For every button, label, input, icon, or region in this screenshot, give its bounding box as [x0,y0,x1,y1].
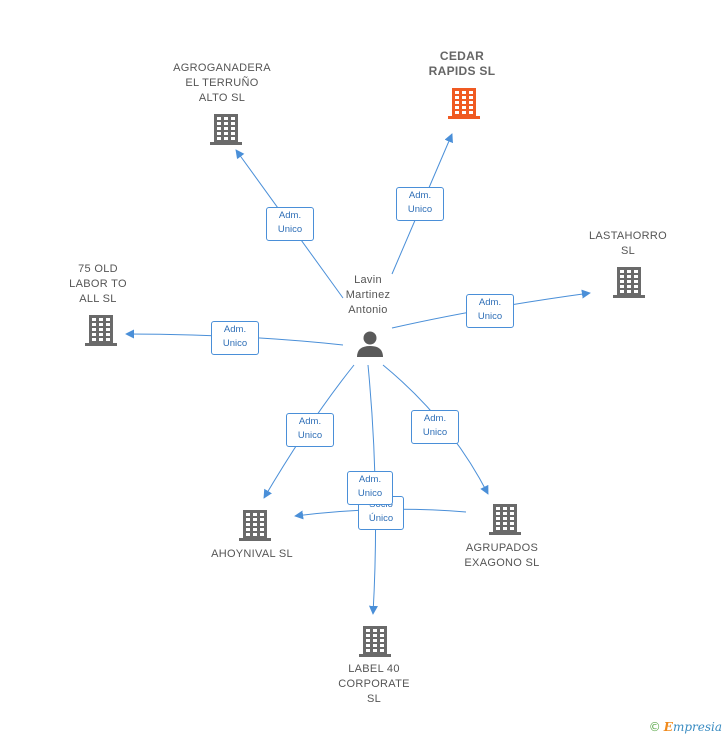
company-name-line: LASTAHORRO [589,230,667,242]
company-name-line: CEDAR [439,49,485,63]
relation-role: Adm. [423,413,447,424]
brand-name: mpresia [672,720,722,734]
company-label-lastahorro[interactable]: LASTAHORRO SL [576,229,680,259]
building-icon-agroganadera[interactable] [210,114,242,145]
person-name-line: Antonio [348,304,388,316]
company-label-label40[interactable]: LABEL 40 CORPORATE SL [326,662,422,707]
empresia-brand: ©Empresia [649,720,722,734]
company-name-line: EXAGONO SL [464,557,540,569]
company-name-line: ALTO SL [198,92,246,104]
company-name-line: AHOYNIVAL SL [211,548,293,560]
relation-role: Adm. [408,190,432,201]
company-label-agroganadera[interactable]: AGROGANADERA EL TERRUÑO ALTO SL [156,61,288,106]
relation-badge-lastahorro[interactable]: Adm. Unico [466,294,514,328]
relation-role: Adm. [478,297,502,308]
company-name-line: ALL SL [79,293,117,305]
company-name-line: EL TERRUÑO [185,77,259,89]
company-name-line: LABOR TO [69,278,127,290]
relation-role: Adm. [223,324,247,335]
building-icon-cedar[interactable] [448,88,480,119]
relation-type: Unico [407,204,433,215]
relation-badge-label40[interactable]: Adm. Unico [347,471,393,505]
relation-type: Unico [422,427,448,438]
person-name[interactable]: Lavin Martinez Antonio [322,273,414,318]
company-name-line: AGROGANADERA [173,62,271,74]
relation-type: Unico [222,338,248,349]
company-name-line: 75 OLD [78,263,118,275]
relation-role: Adm. [358,474,382,485]
company-name-line: RAPIDS SL [428,64,496,78]
relation-badge-agroganadera[interactable]: Adm. Unico [266,207,314,241]
relation-type: Unico [277,224,303,235]
relation-badge-75old[interactable]: Adm. Unico [211,321,259,355]
building-icon-ahoynival[interactable] [239,510,271,541]
relation-type: Unico [357,488,383,499]
company-label-agrupados[interactable]: AGRUPADOS EXAGONO SL [452,541,552,571]
building-icon-75old[interactable] [85,315,117,346]
relation-type: Unico [477,311,503,322]
building-icon-lastahorro[interactable] [613,267,645,298]
relation-type: Unico [297,430,323,441]
company-name-line: SL [620,245,636,257]
building-icon-label40[interactable] [359,626,391,657]
brand-initial: E [663,720,673,734]
relation-badge-ahoynival[interactable]: Adm. Unico [286,413,334,447]
relation-role: Adm. [278,210,302,221]
company-label-ahoynival[interactable]: AHOYNIVAL SL [196,547,308,562]
person-name-line: Martinez [345,289,391,301]
person-icon[interactable] [357,331,383,358]
company-name-line: CORPORATE [338,678,410,690]
relation-badge-agrupados[interactable]: Adm. Unico [411,410,459,444]
company-label-cedar[interactable]: CEDAR RAPIDS SL [412,49,512,79]
company-name-line: LABEL 40 [348,663,400,675]
relation-badge-cedar[interactable]: Adm. Unico [396,187,444,221]
company-name-line: AGRUPADOS [465,542,539,554]
company-label-75old[interactable]: 75 OLD LABOR TO ALL SL [52,262,144,307]
relation-role: Adm. [298,416,322,427]
relation-type: Único [368,513,394,524]
person-name-line: Lavin [354,274,382,286]
building-icon-agrupados[interactable] [489,504,521,535]
nodes [85,88,645,657]
copyright-icon: © [648,720,661,734]
company-name-line: SL [366,693,382,705]
